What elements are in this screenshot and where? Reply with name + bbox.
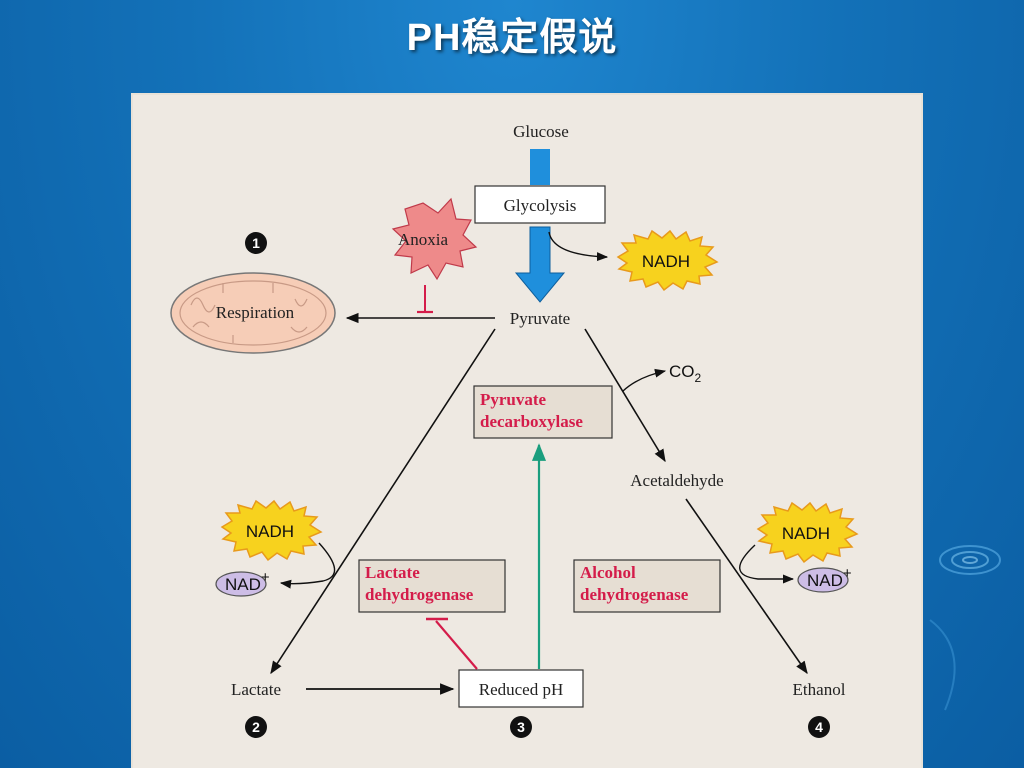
ethanol-label: Ethanol (793, 680, 846, 699)
nad-right-label: NAD+ (807, 565, 852, 590)
anoxia-label: Anoxia (398, 230, 449, 249)
nadh-right-label: NADH (782, 524, 830, 543)
nadh-starburst-left (220, 499, 323, 562)
lactate-label: Lactate (231, 680, 281, 699)
acetaldehyde-label: Acetaldehyde (630, 471, 723, 490)
marker-3-label: 3 (517, 719, 525, 735)
glycolysis-flow-arrow-head (514, 226, 566, 303)
lactate-dehydrogenase-box (358, 559, 506, 613)
marker-1-label: 1 (252, 235, 260, 251)
co2-branch-arrow (622, 368, 667, 392)
marker-4 (808, 716, 830, 738)
pyruvate-decarboxylase-box (473, 385, 613, 439)
nadh-to-nad-right-arrow (739, 544, 795, 584)
water-ripple-decoration (929, 545, 1001, 711)
pyruvate-label: Pyruvate (510, 309, 570, 328)
co2-label: CO2 (669, 362, 702, 385)
nadh-starburst-top (616, 229, 719, 292)
respiration-label: Respiration (216, 303, 295, 322)
nadh-to-nad-left-arrow (279, 542, 336, 589)
reduced-ph-label: Reduced pH (479, 680, 564, 699)
alcohol-dehydrogenase-label: Alcohol dehydrogenase (580, 563, 689, 604)
ph-stat-diagram: Glucose Glycolysis NADH Anoxia 1 (170, 122, 859, 738)
glycolysis-box (474, 185, 606, 224)
nadh-left-label: NADH (246, 522, 294, 541)
pyruvate-decarboxylase-label: Pyruvate decarboxylase (480, 390, 583, 431)
reduced-ph-inhibition-line (435, 620, 478, 670)
pyruvate-to-lactate-arrow (270, 328, 496, 675)
page-title: PH稳定假说 (406, 17, 618, 59)
nadh-top-label: NADH (642, 252, 690, 271)
reduced-ph-box (458, 669, 584, 708)
nad-left-oval (215, 571, 267, 597)
marker-2-label: 2 (252, 719, 260, 735)
nadh-branch-arrow (548, 231, 609, 262)
anoxia-starburst (391, 197, 478, 281)
glycolysis-label: Glycolysis (504, 196, 577, 215)
diagram-panel: Glucose Glycolysis NADH Anoxia 1 (133, 95, 921, 768)
nad-right-oval (797, 567, 849, 593)
marker-3 (510, 716, 532, 738)
marker-1 (245, 232, 267, 254)
nadh-starburst-right (756, 501, 859, 564)
pyruvate-to-acetaldehyde-arrow (584, 328, 666, 463)
acetaldehyde-to-ethanol-arrow (685, 498, 808, 675)
marker-4-label: 4 (815, 719, 823, 735)
marker-2 (245, 716, 267, 738)
lactate-dehydrogenase-label: Lactate dehydrogenase (365, 563, 474, 604)
alcohol-dehydrogenase-box (573, 559, 721, 613)
glucose-label: Glucose (513, 122, 569, 141)
mitochondrion-icon (170, 272, 336, 354)
nad-left-label: NAD+ (225, 569, 270, 594)
glycolysis-flow-arrow (530, 149, 550, 185)
